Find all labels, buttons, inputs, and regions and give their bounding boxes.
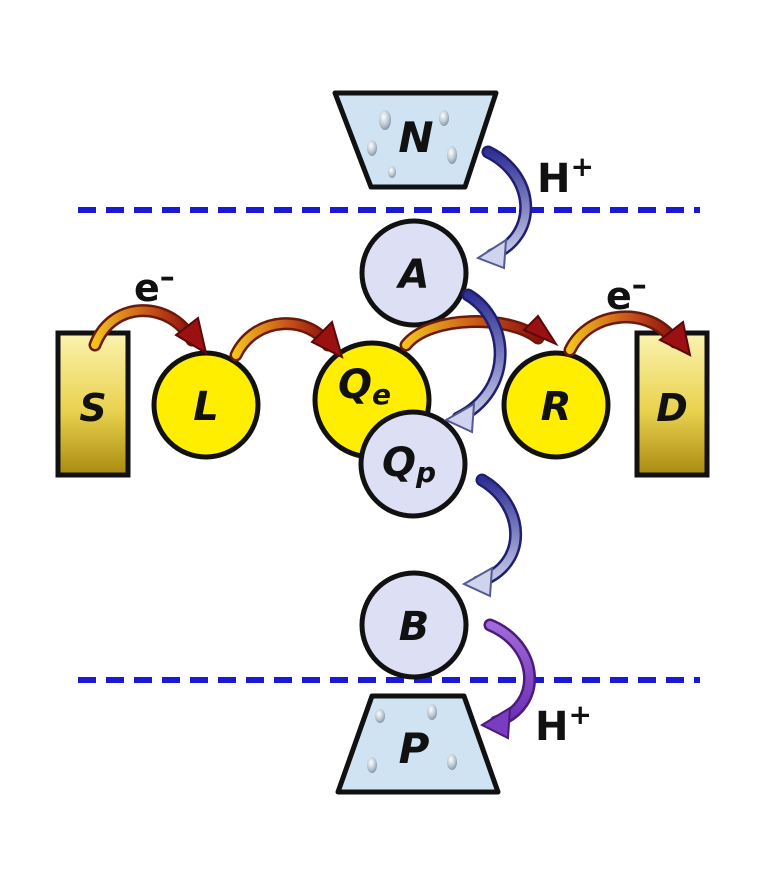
site-qp-sub: p xyxy=(415,456,436,489)
site-qe-main: Q xyxy=(338,362,372,408)
electron-arrow-qe-to-r xyxy=(399,314,559,352)
electron-label-left-e: e xyxy=(134,266,160,310)
site-a-label: A xyxy=(396,252,430,298)
site-r-label: R xyxy=(541,384,572,430)
proton-label-top: H+ xyxy=(537,150,594,202)
site-qe-sub: e xyxy=(372,378,391,411)
proton-label-top-charge: + xyxy=(570,150,593,183)
electron-arrow-r-to-d xyxy=(563,310,692,357)
electrode-d: D xyxy=(634,330,710,478)
site-b: B xyxy=(359,570,469,680)
proton-arrow-b-to-p xyxy=(479,618,537,740)
reservoir-p-label: P xyxy=(399,724,430,773)
electron-label-right-charge: – xyxy=(632,268,647,303)
site-qp-label: Qp xyxy=(382,440,436,489)
site-l-label: L xyxy=(193,384,219,430)
site-qe-label: Qe xyxy=(338,362,391,411)
site-qp: Qp xyxy=(358,409,468,519)
electron-label-right: e– xyxy=(606,268,647,318)
electron-label-left-charge: – xyxy=(160,260,175,295)
electrode-s-label: S xyxy=(79,386,106,430)
proton-arrow-a-to-qp xyxy=(443,288,507,434)
site-a: A xyxy=(359,218,469,328)
reservoir-n: N xyxy=(332,90,499,190)
site-qp-main: Q xyxy=(382,440,416,486)
proton-label-bottom-charge: + xyxy=(568,698,591,731)
proton-label-top-h: H xyxy=(537,156,570,202)
electrode-s: S xyxy=(55,330,131,478)
reservoir-n-label: N xyxy=(398,113,433,162)
electrode-d-label: D xyxy=(656,386,688,430)
site-l: L xyxy=(151,350,261,460)
electron-arrow-l-to-qe xyxy=(229,317,344,362)
reservoir-p: P xyxy=(335,693,501,795)
electron-label-left: e– xyxy=(134,260,175,310)
site-b-label: B xyxy=(399,604,430,650)
proton-label-bottom: H+ xyxy=(535,698,592,750)
proton-arrow-qp-to-b xyxy=(461,473,522,598)
electron-label-right-e: e xyxy=(606,274,632,318)
electron-arrow-s-to-l xyxy=(88,304,208,356)
proton-label-bottom-h: H xyxy=(535,704,568,750)
site-r: R xyxy=(501,350,611,460)
proton-arrow-n-to-a xyxy=(475,145,533,270)
